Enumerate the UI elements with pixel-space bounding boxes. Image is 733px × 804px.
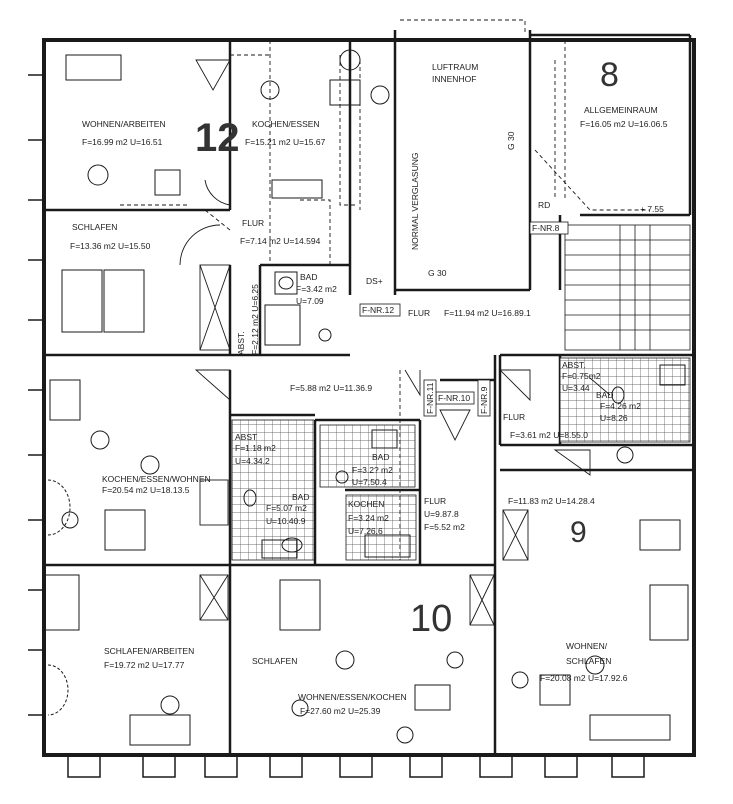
room-area: F=7.14 m2 U=14.594 (240, 236, 321, 246)
bath-fixtures (243, 179, 686, 558)
fire-door-number-vertical: F-NR.9 (479, 386, 489, 414)
room-name: BAD (292, 492, 310, 502)
room-area: F=3.24 m2 (348, 513, 389, 523)
room-area: U=7.50.4 (352, 477, 387, 487)
room-area: U=9.87.8 (424, 509, 459, 519)
room-name: KOCHEN (348, 499, 385, 509)
room-name: SCHLAFEN (72, 222, 118, 232)
room-area: U=3.44 (562, 383, 590, 393)
room-name: KOCHEN/ESSEN/WOHNEN (102, 474, 211, 484)
glazing-label: NORMAL VERGLASUNG (410, 152, 420, 250)
room-area: U=10.40.9 (266, 516, 306, 526)
room-name: KOCHEN/ESSEN (252, 119, 320, 129)
room-name: FLUR (408, 308, 431, 318)
room-area: F=19.72 m2 U=17.77 (104, 660, 185, 670)
room-area: F=3.42 m2 (296, 284, 337, 294)
room-name: LUFTRAUM (432, 62, 479, 72)
room-name: ABST (235, 432, 258, 442)
room-name: FLUR (424, 496, 447, 506)
bathroom-tiles-left (231, 419, 315, 561)
unit-number: 12 (195, 116, 240, 160)
room-area: F=4.26 m2 (600, 401, 641, 411)
room-name: ABST. (562, 360, 586, 370)
room-area: F=20.08 m2 U=17.92.6 (540, 673, 628, 683)
room-name: SCHLAFEN (566, 656, 612, 666)
staircase (564, 224, 691, 351)
fnr12-tag (359, 303, 401, 317)
fnr11-tag (423, 379, 437, 417)
room-area: F=3.61 m2 U=8.55.0 (510, 430, 588, 440)
room-area: U=7.09 (296, 296, 324, 306)
room-name: WOHNEN/ARBEITEN (82, 119, 166, 129)
room-name: BAD (372, 452, 390, 462)
room-area: F=27.60 m2 U=25.39 (300, 706, 381, 716)
room-area: F=5.88 m2 U=11.36.9 (290, 383, 373, 393)
room-area: F=20.54 m2 U=18.13.5 (102, 485, 190, 495)
fire-rating-vertical: G 30 (506, 131, 516, 150)
room-area: U=8.26 (600, 413, 628, 423)
unit-number: 8 (600, 56, 619, 94)
room-area: F=11.83 m2 U=14.28.4 (508, 496, 595, 506)
room-area: F=3.2? m2 (352, 465, 393, 475)
left-window-ticks (28, 74, 44, 716)
fire-rating: G 30 (428, 268, 447, 278)
bathroom-tiles-9 (559, 357, 691, 443)
room-area: F=11.94 m2 U=16.89.1 (444, 308, 531, 318)
bottom-windows (67, 754, 645, 778)
room-name: BAD (300, 272, 318, 282)
room-name: SCHLAFEN/ARBEITEN (104, 646, 195, 656)
room-area: F=13.36 m2 U=15.50 (70, 241, 151, 251)
room-name: WOHNEN/ (566, 641, 608, 651)
arc-left-2 (47, 664, 69, 716)
beds (43, 54, 689, 641)
room-area: F=1.18 m2 (235, 443, 276, 453)
fnr8-tag (529, 221, 569, 235)
room-name: BAD (596, 390, 614, 400)
fire-door-number-vertical: F-NR.11 (425, 382, 435, 415)
room-name: SCHLAFEN (252, 656, 298, 666)
room-area: F=0.75m2 (562, 371, 601, 381)
room-area: F=5.52 m2 (424, 522, 465, 532)
kitchen-tiles-10 (345, 494, 417, 561)
room-name: INNENHOF (432, 74, 477, 84)
level-mark: + 7.55 (640, 204, 664, 214)
room-name: FLUR (242, 218, 265, 228)
rd-label: RD (538, 200, 551, 210)
room-area: F=5.07 m2 (266, 503, 307, 513)
fire-door-number: F-NR.10 (438, 393, 471, 403)
room-name: FLUR (503, 412, 526, 422)
fnr9-tag (477, 379, 491, 417)
room-area: F=15.21 m2 U=15.67 (245, 137, 326, 147)
room-name-vertical: ABST. (236, 331, 246, 355)
interior-walls (44, 30, 694, 755)
ds-label: DS+ (366, 276, 383, 286)
unit-number: 10 (410, 598, 453, 640)
room-area-vertical: F=2.12 m2 U=6.25 (250, 284, 260, 355)
room-area: U=4.34.2 (235, 456, 270, 466)
door-swings (179, 59, 611, 476)
fire-door-number: F-NR.12 (362, 305, 395, 315)
fire-door-number: F-NR.8 (532, 223, 560, 233)
room-area: F=16.99 m2 U=16.51 (82, 137, 163, 147)
unit-number: 9 (570, 516, 587, 549)
room-area: U=7.26.6 (348, 526, 383, 536)
cabinets (199, 264, 529, 626)
dashed-pipes (120, 19, 650, 560)
room-area: F=16.05 m2 U=16.06.5 (580, 119, 668, 129)
room-name: ALLGEMEINRAUM (584, 105, 658, 115)
room-name: WOHNEN/ESSEN/KOCHEN (298, 692, 407, 702)
